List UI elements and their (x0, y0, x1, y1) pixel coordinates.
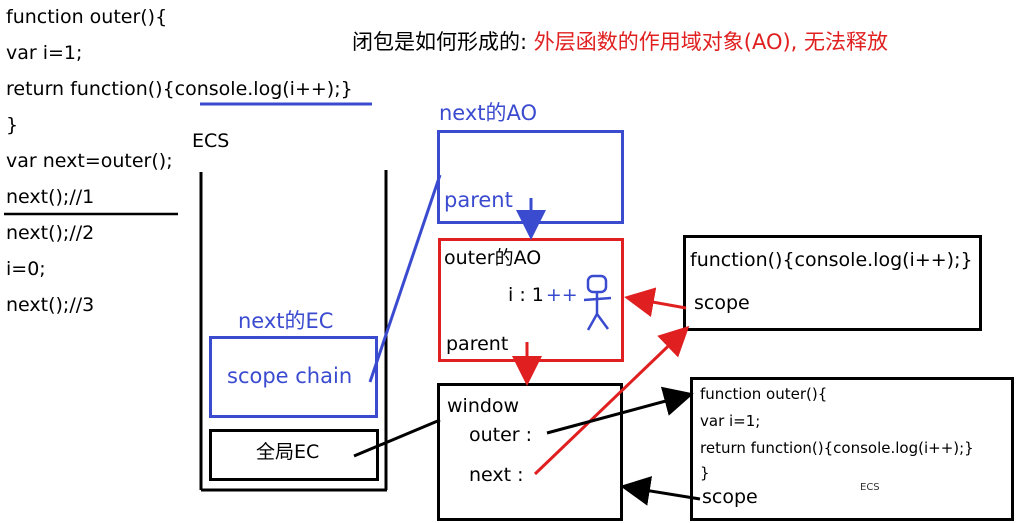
code-line: var next=outer(); (6, 150, 173, 172)
outer-fn-line: var i=1; (700, 412, 761, 430)
next-ec-box (209, 336, 378, 418)
code-line: next();//2 (6, 222, 95, 244)
window-next-prop: next : (469, 464, 524, 486)
next-ao-label: next的AO (439, 101, 538, 125)
next-ec-label: next的EC (238, 309, 334, 333)
stray-ecs-text: ECS (860, 482, 880, 493)
title-prefix: 闭包是如何形成的: (352, 30, 528, 54)
diagram-title: 闭包是如何形成的: 外层函数的作用域对象(AO), 无法释放 (352, 26, 888, 56)
outer-ao-parent: parent (446, 333, 509, 355)
code-line: function outer(){ (6, 6, 168, 28)
inner-function-code: function(){console.log(i++);} (690, 249, 973, 271)
outer-function-box: function outer(){ var i=1; return functi… (690, 377, 1014, 521)
var-value: i : 1 (508, 284, 544, 306)
scope-chain-link (368, 174, 442, 383)
outer-ao-label: outer的AO (444, 247, 542, 269)
outer-fn-line: function outer(){ (700, 385, 828, 403)
outer-scope-arrow (620, 476, 701, 506)
stick-figure-icon (583, 274, 612, 331)
next-ao-parent: parent (444, 188, 513, 212)
code-line: next();//3 (6, 294, 95, 316)
scope-chain-label: scope chain (227, 364, 353, 388)
window-label: window (447, 395, 520, 417)
inner-scope-arrow (624, 287, 687, 317)
outer-function-scope: scope (702, 486, 758, 508)
outer-fn-line: return function(){console.log(i++);} (700, 439, 974, 457)
window-outer-prop: outer : (469, 424, 533, 446)
window-outer-arrow (546, 386, 694, 435)
inner-function-box (683, 235, 982, 331)
code-line: } (6, 114, 19, 136)
global-ec-link (353, 418, 441, 458)
outer-fn-line: } (700, 464, 710, 482)
title-highlight: 外层函数的作用域对象(AO), 无法释放 (533, 30, 889, 54)
global-ec-box (209, 429, 379, 481)
window-next-arrow (533, 325, 690, 476)
ecs-label: ECS (192, 130, 230, 152)
increment-mark: ++ (545, 284, 578, 306)
outer-ao-var: i : 1++ (508, 284, 578, 306)
global-ec-label: 全局EC (256, 441, 320, 463)
code-line: return function(){console.log(i++);} (6, 78, 353, 100)
code-line: next();//1 (6, 186, 95, 208)
inner-function-scope: scope (694, 292, 750, 314)
code-line: i=0; (6, 258, 46, 280)
code-line: var i=1; (6, 42, 83, 64)
